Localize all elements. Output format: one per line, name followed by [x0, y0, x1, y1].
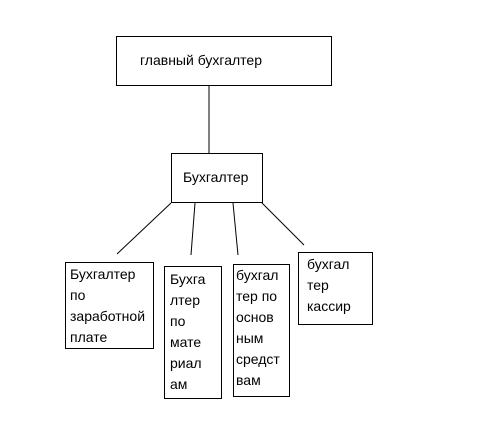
node-label: бухгал тер по основ ным средст вам	[236, 267, 280, 388]
edge-accountant-cashier	[261, 202, 305, 246]
edge-accountant-fixed-assets	[232, 202, 239, 256]
node-payroll-accountant: Бухгалтер по заработной плате	[65, 262, 154, 349]
node-label: главный бухгалтер	[140, 52, 262, 68]
node-cashier-accountant: бухгал тер кассир	[298, 252, 373, 325]
node-chief-accountant: главный бухгалтер	[116, 36, 332, 86]
node-fixed-assets-accountant: бухгал тер по основ ным средст вам	[233, 264, 290, 397]
node-label: бухгал тер кассир	[307, 256, 351, 314]
node-label: Бухга лтер по мате риал ам	[170, 271, 206, 392]
edge-accountant-materials	[190, 202, 196, 256]
node-accountant: Бухгалтер	[171, 153, 263, 203]
node-materials-accountant: Бухга лтер по мате риал ам	[164, 266, 222, 399]
edge-accountant-salary	[116, 202, 172, 255]
node-label: Бухгалтер	[183, 169, 249, 185]
node-label: Бухгалтер по заработной плате	[70, 266, 146, 345]
